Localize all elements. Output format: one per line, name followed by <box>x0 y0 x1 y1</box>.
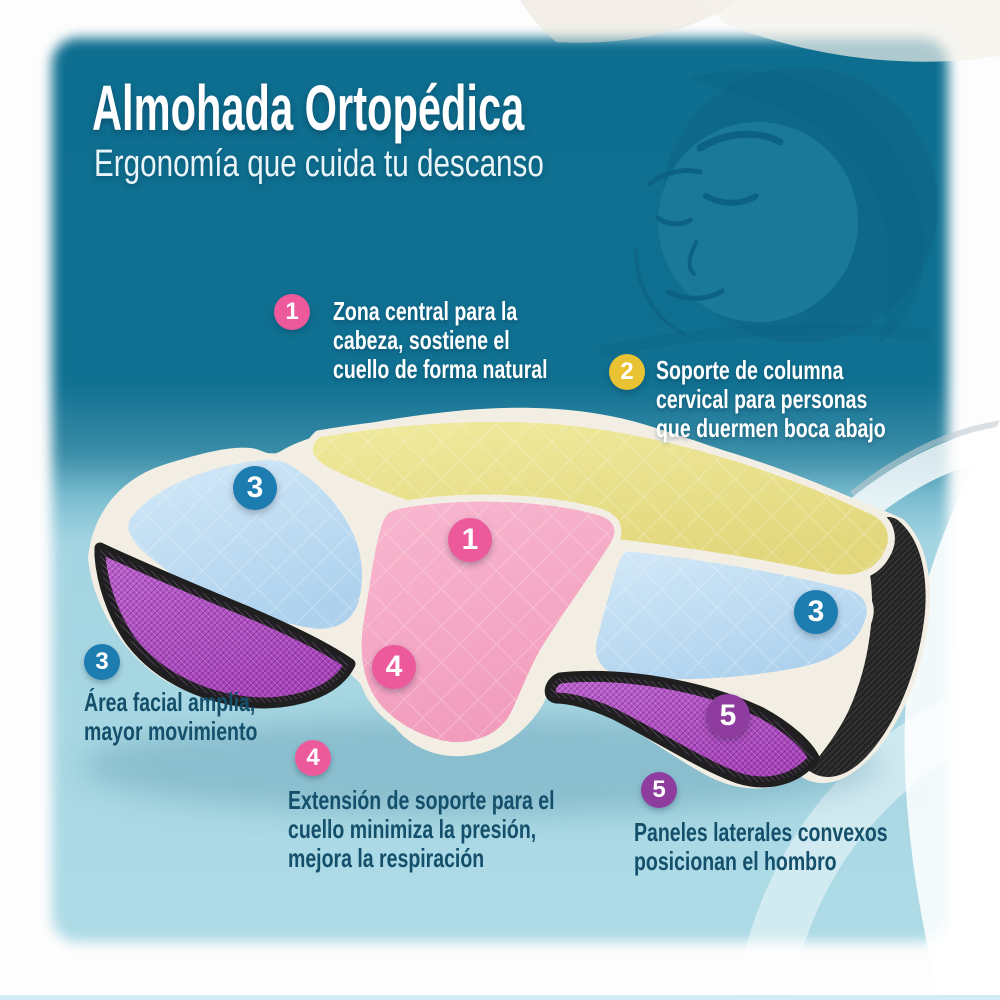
callout-2-number-badge: 2 <box>609 354 645 390</box>
callout-1-text: Zona central para la cabeza, sostiene el… <box>333 296 548 384</box>
pillow-badge-1-center: 1 <box>448 518 492 562</box>
pillow-badge-3-left: 3 <box>233 466 277 510</box>
callout-2-text: Soporte de columna cervical para persona… <box>656 355 886 443</box>
top-wave-decoration <box>520 0 1000 62</box>
callout-4-text: Extensión de soporte para el cuello mini… <box>288 785 555 873</box>
bottom-edge-strip <box>0 995 1000 1000</box>
callout-3-text: Área facial amplia, mayor movimiento <box>84 687 258 746</box>
callout-3-number-badge: 3 <box>84 644 120 680</box>
page-subtitle: Ergonomía que cuida tu descanso <box>94 143 544 185</box>
right-swoosh-decoration <box>735 420 1000 1000</box>
pillow-badge-5-side: 5 <box>706 694 750 738</box>
sleeping-woman-watermark <box>598 67 938 358</box>
callout-5-text: Paneles laterales convexos posicionan el… <box>634 817 888 876</box>
callout-5-number-badge: 5 <box>641 772 677 808</box>
page-title: Almohada Ortopédica <box>92 72 525 144</box>
callout-4-number-badge: 4 <box>295 740 331 776</box>
pillow-badge-3-right: 3 <box>794 590 838 634</box>
callout-1-number-badge: 1 <box>274 294 310 330</box>
pillow-badge-4-front: 4 <box>372 645 416 689</box>
